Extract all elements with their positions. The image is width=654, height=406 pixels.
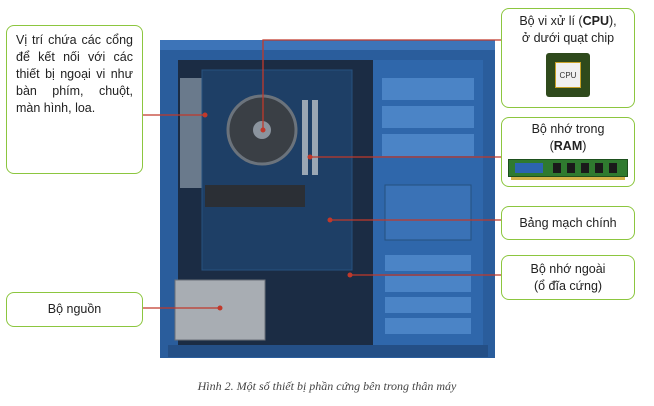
leader-dot-psu bbox=[217, 305, 223, 311]
motherboard-label-text: Bảng mạch chính bbox=[519, 216, 617, 230]
label-box-ram: Bộ nhớ trong (RAM) bbox=[501, 117, 635, 187]
leader-dot-ram bbox=[307, 154, 313, 160]
ram-slot-1 bbox=[302, 100, 308, 175]
storage-label-line2: (ổ đĩa cứng) bbox=[533, 279, 603, 293]
label-box-storage: Bộ nhớ ngoài (ổ đĩa cứng) bbox=[501, 255, 635, 300]
ram-stick-chip bbox=[567, 163, 575, 173]
ram-stick-chip bbox=[609, 163, 617, 173]
leader-dot-cpu bbox=[260, 127, 266, 133]
psu-label-text: Bộ nguồn bbox=[47, 302, 102, 316]
leader-dot-storage bbox=[347, 272, 353, 278]
leader-cpu bbox=[262, 39, 501, 130]
ports-label-text: Vị trí chứa các cổng để kết nối với các … bbox=[16, 33, 133, 115]
label-box-psu: Bộ nguồn bbox=[6, 292, 143, 327]
label-box-ports: Vị trí chứa các cổng để kết nối với các … bbox=[6, 25, 143, 174]
hdd-bay-3 bbox=[385, 297, 471, 313]
leader-dot-motherboard bbox=[327, 217, 333, 223]
leader-lines bbox=[143, 39, 501, 309]
cpu-label-line1: Bộ vi xử lí (CPU), bbox=[519, 14, 617, 28]
ram-label-line2: (RAM) bbox=[549, 139, 587, 153]
label-box-motherboard: Bảng mạch chính bbox=[501, 206, 635, 240]
ram-stick-label bbox=[515, 163, 543, 173]
ram-slot-2 bbox=[312, 100, 318, 175]
hdd-bay-4 bbox=[385, 318, 471, 334]
ram-stick-icon bbox=[508, 159, 628, 180]
case-top-edge bbox=[160, 40, 495, 50]
ram-stick-chip bbox=[595, 163, 603, 173]
ram-stick-pins bbox=[511, 177, 625, 180]
leader-dot-ports bbox=[202, 112, 208, 118]
ram-label-line1: Bộ nhớ trong bbox=[531, 122, 605, 136]
cpu-label-line2: ở dưới quạt chip bbox=[521, 31, 615, 45]
label-box-cpu: Bộ vi xử lí (CPU), ở dưới quạt chip CPU bbox=[501, 8, 635, 108]
drive-bay-grill bbox=[384, 184, 472, 241]
drive-bay-1 bbox=[382, 78, 474, 100]
figure-caption: Hình 2. Một số thiết bị phần cứng bên tr… bbox=[197, 379, 457, 393]
expansion-card bbox=[205, 185, 305, 207]
storage-label-line1: Bộ nhớ ngoài bbox=[530, 262, 606, 276]
case-base bbox=[168, 345, 488, 357]
cpu-chip-core: CPU bbox=[555, 62, 581, 88]
drive-bay-3 bbox=[382, 134, 474, 156]
ram-stick-chip bbox=[581, 163, 589, 173]
drive-bay-2 bbox=[382, 106, 474, 128]
hdd-bay-2 bbox=[385, 276, 471, 292]
ram-stick-chip bbox=[553, 163, 561, 173]
io-ports-panel bbox=[180, 78, 202, 188]
hdd-bay-1 bbox=[385, 255, 471, 271]
cpu-chip-icon: CPU bbox=[546, 53, 590, 97]
